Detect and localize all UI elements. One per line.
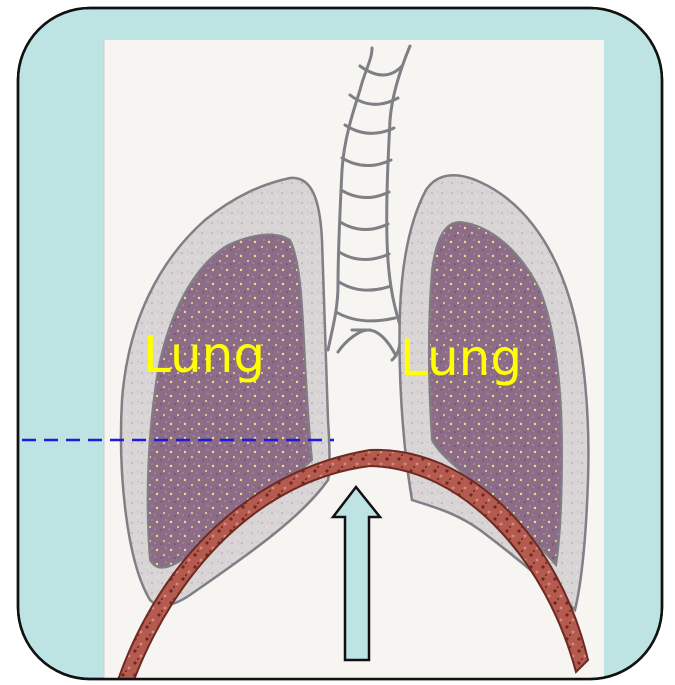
right-lung-label: Lung — [400, 329, 522, 387]
left-lung-label: Lung — [143, 326, 265, 384]
